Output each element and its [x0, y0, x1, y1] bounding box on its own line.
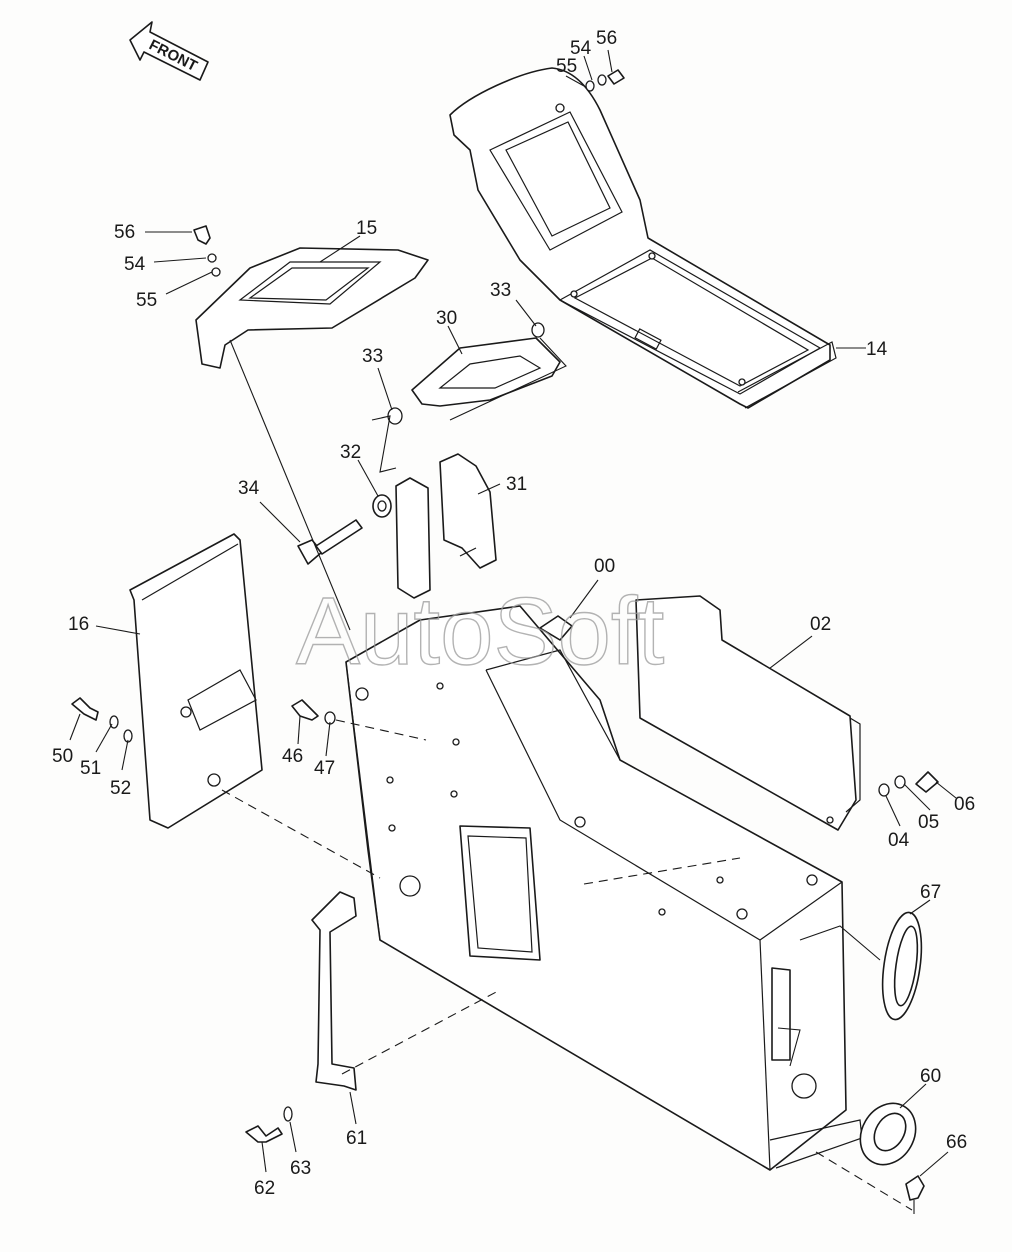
callout-04: 04 [888, 830, 910, 851]
part-61-handle [311, 891, 357, 1091]
callout-16: 16 [68, 614, 89, 635]
callout-51: 51 [80, 758, 101, 779]
watermark: AutoSoft [296, 578, 664, 685]
callout-33-top: 33 [490, 280, 511, 301]
part-34-bolt [297, 519, 363, 565]
main-console-body [345, 605, 863, 1171]
assembly-lines [221, 719, 913, 1211]
callout-67: 67 [920, 882, 941, 903]
callout-50: 50 [52, 746, 73, 767]
callout-06: 06 [954, 794, 975, 815]
callout-labels: 56 54 55 56 54 55 15 14 33 30 33 32 31 3… [52, 28, 975, 1199]
callout-54-top: 54 [570, 38, 592, 59]
callout-33-mid: 33 [362, 346, 383, 367]
callout-52: 52 [110, 778, 131, 799]
washers [372, 322, 545, 518]
callout-14: 14 [866, 339, 888, 360]
fasteners-left [193, 225, 221, 277]
fasteners-04-05-06 [878, 771, 939, 797]
callout-66: 66 [946, 1132, 967, 1153]
fasteners-top-right [585, 69, 625, 92]
part-66-bolt [905, 1175, 925, 1201]
callout-55-top: 55 [556, 56, 577, 77]
callout-05: 05 [918, 812, 939, 833]
fasteners-62-63 [245, 1106, 293, 1143]
part-60-seal [859, 1102, 917, 1166]
callout-56-top: 56 [596, 28, 617, 49]
callout-34: 34 [238, 478, 260, 499]
callout-46: 46 [282, 746, 303, 767]
part-30-plate [411, 337, 561, 407]
callout-55-left: 55 [136, 290, 157, 311]
callout-62: 62 [254, 1178, 275, 1199]
callout-02: 02 [810, 614, 831, 635]
callout-63: 63 [290, 1158, 311, 1179]
callout-56-left: 56 [114, 222, 135, 243]
part-02-cover-plate [635, 595, 861, 831]
fasteners-46-47 [291, 699, 336, 725]
callout-47: 47 [314, 758, 335, 779]
part-67-grommet [881, 911, 923, 1021]
callout-leaders [69, 49, 957, 1177]
part-31-bracket [395, 453, 497, 599]
leader-lines [229, 337, 915, 1214]
front-direction-arrow: FRONT [129, 21, 209, 81]
callout-00: 00 [594, 556, 615, 577]
part-15-lever-cover [195, 247, 429, 369]
part-14-upper-cover [449, 67, 837, 409]
callout-31: 31 [506, 474, 527, 495]
callout-32: 32 [340, 442, 361, 463]
callout-60: 60 [920, 1066, 941, 1087]
callout-30: 30 [436, 308, 457, 329]
callout-61: 61 [346, 1128, 367, 1149]
callout-15: 15 [356, 218, 377, 239]
part-16-side-panel [129, 533, 263, 829]
callout-54-left: 54 [124, 254, 146, 275]
fasteners-50-51-52 [71, 697, 133, 743]
